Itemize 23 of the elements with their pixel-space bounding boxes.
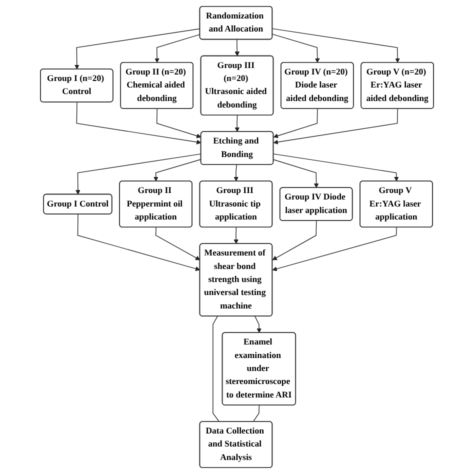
arrow [234, 227, 238, 244]
arrow [77, 214, 200, 272]
arrow [156, 108, 202, 138]
arrow [155, 227, 200, 260]
arrow [272, 34, 320, 63]
arrow [273, 159, 319, 188]
arrow [154, 159, 202, 182]
arrow [76, 154, 202, 195]
arrow [272, 28, 400, 63]
arrow [273, 108, 398, 144]
arrow [74, 28, 200, 70]
arrow [154, 34, 200, 63]
arrow [254, 316, 262, 334]
arrow [76, 102, 202, 144]
arrow [272, 220, 317, 260]
arrow [234, 115, 240, 132]
arrow [273, 108, 318, 138]
arrow [234, 164, 238, 182]
arrow [273, 154, 399, 182]
arrow [234, 39, 240, 56]
connector [252, 404, 260, 422]
connector [212, 316, 220, 422]
arrow [272, 227, 397, 272]
